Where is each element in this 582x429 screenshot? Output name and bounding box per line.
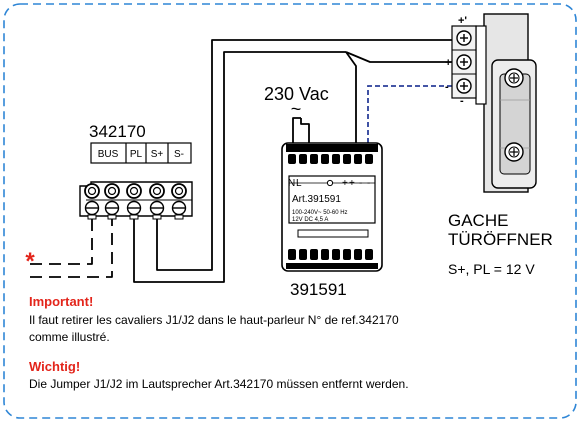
supply-terminal — [365, 249, 373, 260]
note-de-line-1: Die Jumper J1/J2 im Lautsprecher Art.342… — [29, 377, 409, 391]
supply-terminal — [310, 249, 318, 260]
supply-terminal — [354, 249, 362, 260]
supply-l-label: L — [296, 178, 302, 189]
supply-terminal — [321, 154, 329, 164]
terminal-pl: PL — [130, 149, 143, 160]
note-fr-heading: Important! — [29, 294, 93, 309]
supply-voltage-label: 230 Vac — [264, 84, 329, 104]
connector-terminal — [126, 183, 142, 220]
strike-terminals — [456, 30, 472, 94]
supply-terminal — [332, 249, 340, 260]
supply-spec-1: 100-240V~ 50-60 Hz — [292, 210, 348, 216]
supply-n-label: N — [288, 178, 295, 189]
supply-bottom-terminals — [288, 249, 373, 260]
strike-terminal — [456, 78, 472, 94]
supply-minus2-label: - — [367, 178, 370, 189]
terminal-s-minus: S- — [174, 149, 184, 160]
supply-terminal — [365, 154, 373, 164]
supply-terminal — [343, 154, 351, 164]
supply-ref: 391591 — [290, 280, 347, 299]
wires — [30, 39, 452, 283]
connector-terminal — [149, 183, 165, 220]
strike-label-de: TÜRÖFFNER — [448, 230, 553, 249]
strike-screw — [504, 68, 524, 88]
connector-terminal — [171, 183, 187, 220]
dashed-frame — [3, 3, 577, 419]
supply-terminal — [332, 154, 340, 164]
wire-negative-dashed — [367, 85, 452, 143]
note-de-heading: Wichtig! — [29, 359, 80, 374]
supply-terminal — [299, 249, 307, 260]
supply-led — [326, 179, 334, 187]
supply-terminal — [354, 154, 362, 164]
asterisk-mark: * — [25, 248, 35, 275]
supply-top-terminals — [288, 154, 373, 164]
connector-terminal — [104, 183, 120, 220]
supply-terminal — [288, 154, 296, 164]
ac-symbol: ~ — [291, 99, 302, 119]
supply-terminal — [299, 154, 307, 164]
strike-mark-top: +' — [458, 15, 467, 27]
strike-mark-minus2: - — [460, 95, 464, 107]
terminal-bus: BUS — [98, 149, 119, 160]
note-fr-line-1: Il faut retirer les cavaliers J1/J2 dans… — [29, 313, 399, 327]
terminal-s-plus: S+ — [151, 149, 164, 160]
wire-asterisk-2 — [30, 218, 113, 278]
module-terminal-strip: BUS PL S+ S- — [90, 142, 192, 164]
wire-inner — [133, 51, 346, 283]
supply-terminal — [288, 249, 296, 260]
strike-screws — [504, 68, 524, 162]
supply-plus1-label: + — [342, 178, 348, 189]
supply-minus1-label: - — [359, 178, 362, 189]
strike-spec: S+, PL = 12 V — [448, 261, 535, 277]
supply-spec-2: 12V DC 4,5 A — [292, 217, 328, 223]
wire-junction — [345, 51, 452, 63]
supply-art-label: Art.391591 — [292, 194, 341, 205]
supply-terminal — [321, 249, 329, 260]
notes: Important! Il faut retirer les cavaliers… — [29, 294, 409, 391]
strike-label-fr: GACHE — [448, 211, 508, 230]
strike-terminal — [456, 30, 472, 46]
module-ref: 342170 — [89, 122, 146, 141]
strike-terminal — [456, 54, 472, 70]
wire-to-supply — [345, 51, 357, 143]
note-fr-line-2: comme illustré. — [29, 330, 110, 344]
strike-mark-plus: + — [445, 57, 451, 69]
supply-plus2-label: + — [349, 178, 355, 189]
supply-terminal — [343, 249, 351, 260]
connector-terminals — [84, 183, 187, 220]
supply-terminal — [310, 154, 318, 164]
wire-ac-right — [300, 118, 310, 143]
wire-asterisk-1 — [30, 218, 93, 265]
strike-screw — [504, 142, 524, 162]
wire-outer — [156, 39, 452, 271]
strike-terminal-marks: +' + - - — [445, 15, 467, 107]
strike-mark-minus1: - — [445, 81, 449, 93]
supply-front-labels: N L + + - - — [288, 178, 370, 189]
connector-terminal — [84, 183, 100, 220]
wire-ac-left — [292, 117, 301, 143]
